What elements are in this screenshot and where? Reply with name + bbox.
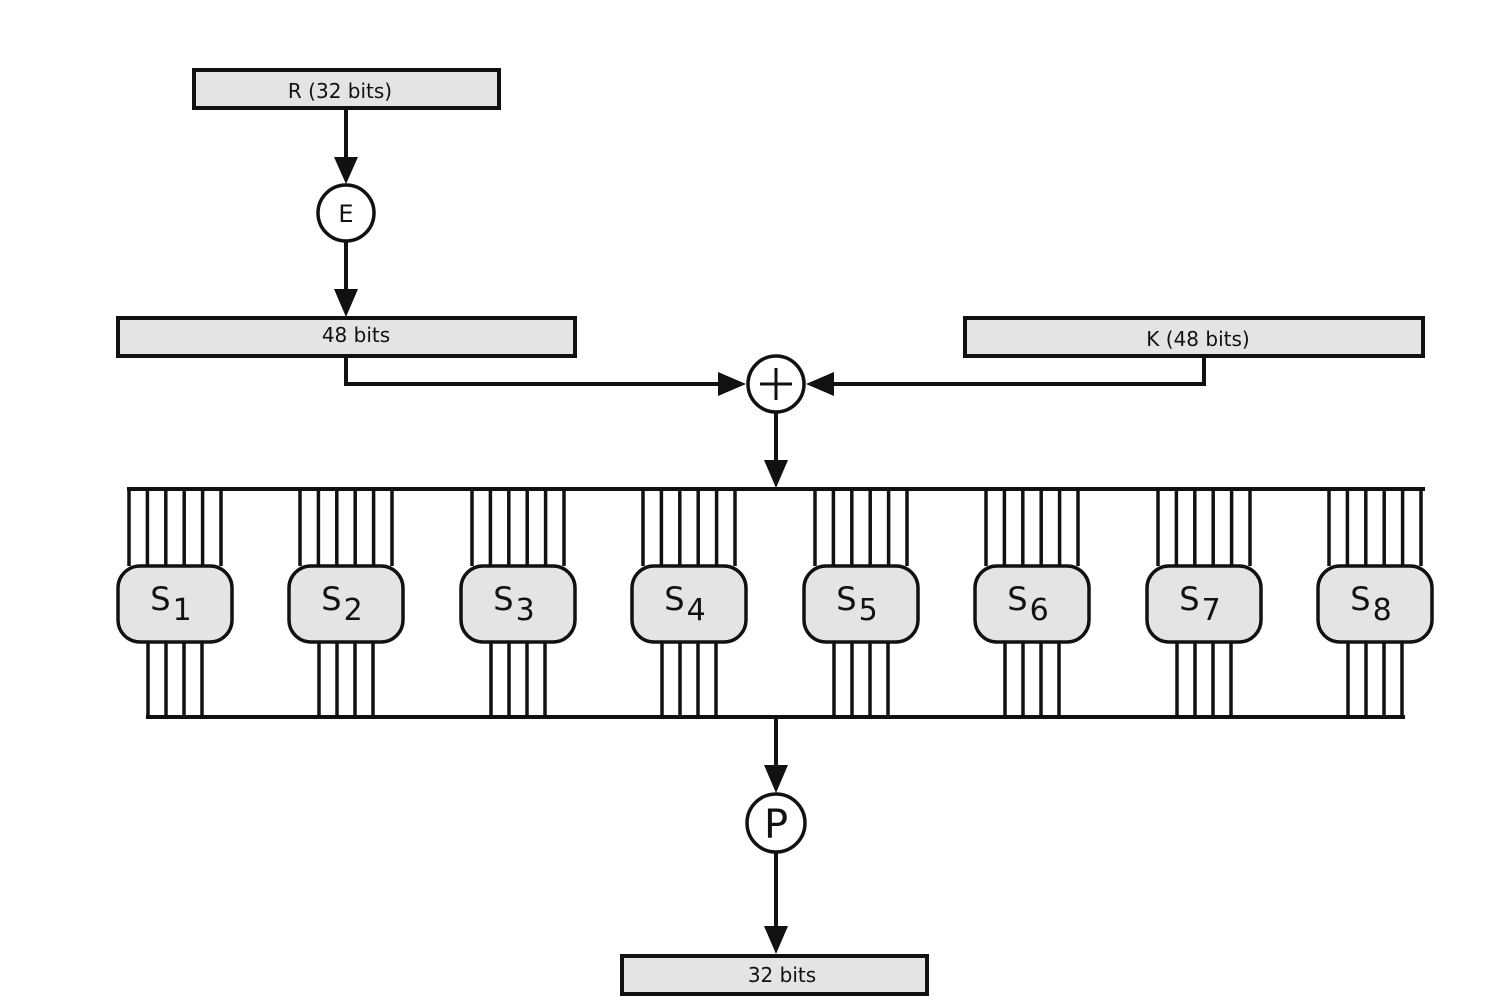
key-label: K (48 bits) bbox=[1146, 327, 1249, 351]
sbox-letter: S bbox=[1007, 580, 1027, 618]
sbox-label: S5 bbox=[836, 580, 877, 628]
arrow-p-to-output bbox=[764, 852, 788, 954]
expansion-label: E bbox=[338, 200, 353, 228]
sbox-5: S5 bbox=[802, 489, 920, 717]
sbox-subscript: 1 bbox=[173, 593, 192, 628]
sbox-7: S7 bbox=[1145, 489, 1263, 717]
sbox-label: S2 bbox=[321, 580, 362, 628]
sbox-subscript: 2 bbox=[344, 593, 363, 628]
r-input-box: R (32 bits) bbox=[192, 68, 501, 110]
sbox-label: S1 bbox=[150, 580, 191, 628]
sbox-letter: S bbox=[321, 580, 341, 618]
sbox-body bbox=[802, 564, 920, 644]
expansion-node: E bbox=[316, 183, 376, 243]
expanded-48bits-box: 48 bits bbox=[116, 316, 577, 358]
sbox-label: S3 bbox=[493, 580, 534, 628]
arrow-r-to-e bbox=[334, 108, 358, 184]
sbox-body bbox=[287, 564, 405, 644]
arrow-e-to-48bits bbox=[334, 241, 358, 317]
sbox-letter: S bbox=[836, 580, 856, 618]
sbox-letter: S bbox=[493, 580, 513, 618]
sbox-body bbox=[630, 564, 748, 644]
sbox-body bbox=[1145, 564, 1263, 644]
sbox-letter: S bbox=[664, 580, 684, 618]
sbox-subscript: 5 bbox=[859, 593, 878, 628]
arrow-xor-to-bus bbox=[764, 412, 788, 488]
arrow-key-to-xor bbox=[806, 356, 1206, 396]
sbox-8: S8 bbox=[1316, 489, 1434, 717]
sbox-label: S4 bbox=[664, 580, 705, 628]
sbox-letter: S bbox=[150, 580, 170, 618]
sbox-body bbox=[116, 564, 234, 644]
sbox-4: S4 bbox=[630, 489, 748, 717]
arrow-48bits-to-xor bbox=[344, 356, 746, 396]
sbox-body bbox=[1316, 564, 1434, 644]
sbox-subscript: 7 bbox=[1202, 593, 1221, 628]
output-label: 32 bits bbox=[748, 963, 816, 987]
sbox-subscript: 8 bbox=[1373, 593, 1392, 628]
sbox-letter: S bbox=[1179, 580, 1199, 618]
r-input-label: R (32 bits) bbox=[288, 79, 392, 103]
output-32bits-box: 32 bits bbox=[620, 954, 929, 996]
xor-node: + bbox=[746, 354, 806, 414]
sbox-3: S3 bbox=[459, 489, 577, 717]
key-box: K (48 bits) bbox=[963, 316, 1425, 358]
expanded-label: 48 bits bbox=[322, 323, 390, 347]
sbox-body bbox=[973, 564, 1091, 644]
sbox-label: S8 bbox=[1350, 580, 1391, 628]
sbox-body bbox=[459, 564, 577, 644]
permutation-node: P bbox=[745, 792, 807, 854]
sbox-1: S1 bbox=[116, 489, 234, 717]
sbox-subscript: 6 bbox=[1030, 593, 1049, 628]
arrow-bus-to-p bbox=[764, 717, 788, 793]
sbox-subscript: 3 bbox=[516, 593, 535, 628]
permutation-label: P bbox=[764, 802, 788, 848]
sbox-2: S2 bbox=[287, 489, 405, 717]
sbox-label: S6 bbox=[1007, 580, 1048, 628]
sbox-6: S6 bbox=[973, 489, 1091, 717]
sbox-label: S7 bbox=[1179, 580, 1220, 628]
sbox-letter: S bbox=[1350, 580, 1370, 618]
sbox-subscript: 4 bbox=[687, 593, 706, 628]
